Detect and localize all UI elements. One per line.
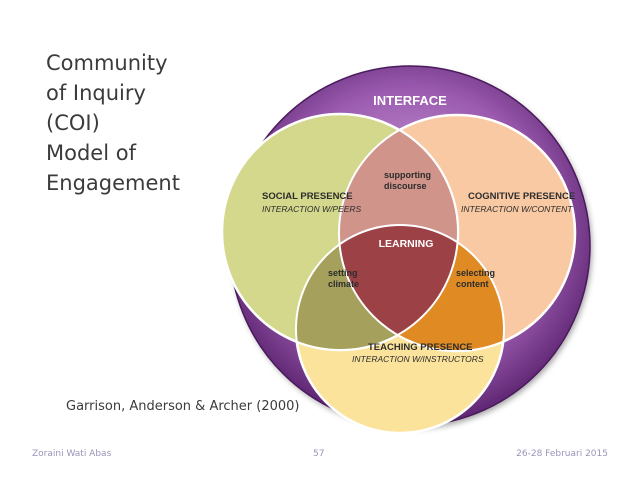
overlap-label: supporting (384, 170, 431, 180)
cognitive-presence-title: COGNITIVE PRESENCE (468, 191, 575, 202)
cognitive-presence-subtitle: INTERACTION W/CONTENT (461, 204, 573, 214)
footer-page-number: 57 (313, 449, 325, 459)
interface-label: INTERFACE (373, 93, 447, 108)
title-line: (COI) (46, 111, 100, 135)
overlap-label: setting (328, 268, 358, 278)
overlap-label: climate (328, 279, 359, 289)
footer-author: Zoraini Wati Abas (32, 449, 112, 459)
slide-title: Community of Inquiry (COI) Model of Enga… (46, 48, 236, 198)
overlap-label: discourse (384, 181, 427, 191)
title-line: Engagement (46, 171, 180, 195)
learning-label: LEARNING (379, 238, 434, 250)
teaching-presence-subtitle: INTERACTION W/INSTRUCTORS (352, 354, 484, 364)
social-presence-title: SOCIAL PRESENCE (262, 191, 353, 202)
overlap-label: content (456, 279, 489, 289)
title-line: of Inquiry (46, 81, 146, 105)
title-line: Community (46, 51, 168, 75)
title-line: Model of (46, 141, 136, 165)
overlap-label: selecting (456, 268, 495, 278)
citation: Garrison, Anderson & Archer (2000) (66, 399, 300, 414)
teaching-presence-title: TEACHING PRESENCE (368, 342, 473, 353)
footer-date: 26-28 Februari 2015 (516, 449, 608, 459)
social-presence-subtitle: INTERACTION W/PEERS (262, 204, 362, 214)
